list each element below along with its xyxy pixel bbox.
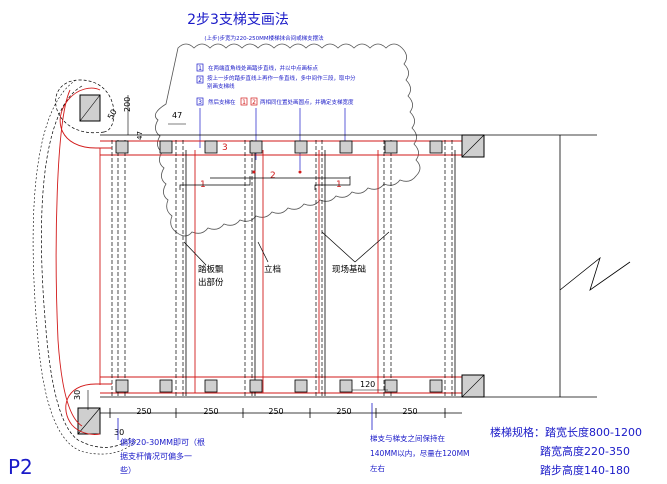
offset-note-line-2: 据支杆情况可偏多一: [120, 451, 192, 461]
post-hatching: [77, 94, 485, 435]
note-3-number: 3: [198, 99, 202, 106]
spacing-note-line-1: 梯支与梯支之间保持在: [370, 433, 445, 443]
step-lines: [185, 135, 561, 397]
offset-note-line-1: 偏移20-30MM即可（根: [120, 437, 205, 447]
note-2-text: 按上一步的踏步直线上再作一条直线，多中间作三段，取中分别画支梯线: [207, 76, 356, 90]
dimension-250-5: 250: [402, 407, 417, 416]
dimension-50: 50: [106, 108, 119, 121]
bottom-step-blocks: [115, 379, 443, 393]
spec-tread-length: 楼梯规格：踏宽长度800-1200: [490, 425, 642, 439]
note-2-number: 2: [198, 77, 202, 84]
dimension-250-4: 250: [336, 407, 351, 416]
page-label: P2: [8, 455, 33, 479]
spec-tread-height: 踏宽高度220-350: [540, 444, 630, 458]
callout-upright: 立档: [264, 264, 281, 275]
spacing-note-line-2: 140MM以内，尽量在120MM: [370, 448, 470, 458]
spacing-note-line-3: 左右: [370, 463, 385, 473]
curved-handrail: [32, 79, 137, 455]
drawing-subtitle: (上步)步宽为220-250MM楼梯抹合间或梯支摆法: [204, 34, 324, 42]
callout-leaders: [183, 231, 390, 266]
marker-2: 2: [270, 171, 276, 181]
marker-3: 3: [222, 143, 228, 153]
drawing-title: 2步3支梯支画法: [187, 12, 289, 28]
note-1-text: 在两端直角线处画踏步直线，并以中点画标点: [208, 64, 319, 72]
dimension-250-2: 250: [203, 407, 218, 416]
riser-lines: [194, 150, 379, 393]
note-3-ref-2: 2: [252, 99, 256, 106]
note-leaders: [199, 108, 346, 170]
note-list: 1 在两端直角线处画踏步直线，并以中点画标点 2 按上一步的踏步直线上再作一条直…: [196, 63, 356, 106]
dimension-30-vertical: 30: [73, 390, 82, 400]
top-step-blocks: [115, 140, 443, 154]
note-3-ref-1: 1: [242, 99, 246, 106]
stair-edge-dashes: [111, 140, 453, 396]
dimension-120: 120: [360, 380, 375, 389]
bottom-dimension-ticks: [109, 408, 446, 418]
dimension-250-1: 250: [136, 407, 151, 416]
dimension-30-horizontal: 30: [114, 428, 124, 437]
note-3-text-end: 两相同位置处画圆点，并确定支梯宽度: [260, 98, 354, 106]
marker-brackets: [179, 170, 351, 190]
note-3-text-start: 然后支梯在: [208, 98, 236, 106]
break-line: [559, 256, 631, 292]
dimension-200: 200: [123, 97, 132, 112]
offset-note-line-3: 些）: [120, 465, 136, 475]
dimension-250-3: 250: [268, 407, 283, 416]
note-1-number: 1: [198, 65, 202, 72]
dimension-47: 47: [172, 111, 182, 120]
callout-tread-overhang-2: 出部份: [198, 277, 224, 288]
callout-tread-overhang-1: 踏板飘: [198, 264, 224, 275]
spec-step-height: 踏步高度140-180: [540, 463, 630, 477]
callout-foundation: 现场基础: [332, 264, 366, 275]
note-cloud: [154, 43, 421, 237]
dimension-47-vertical: 47: [136, 131, 144, 140]
